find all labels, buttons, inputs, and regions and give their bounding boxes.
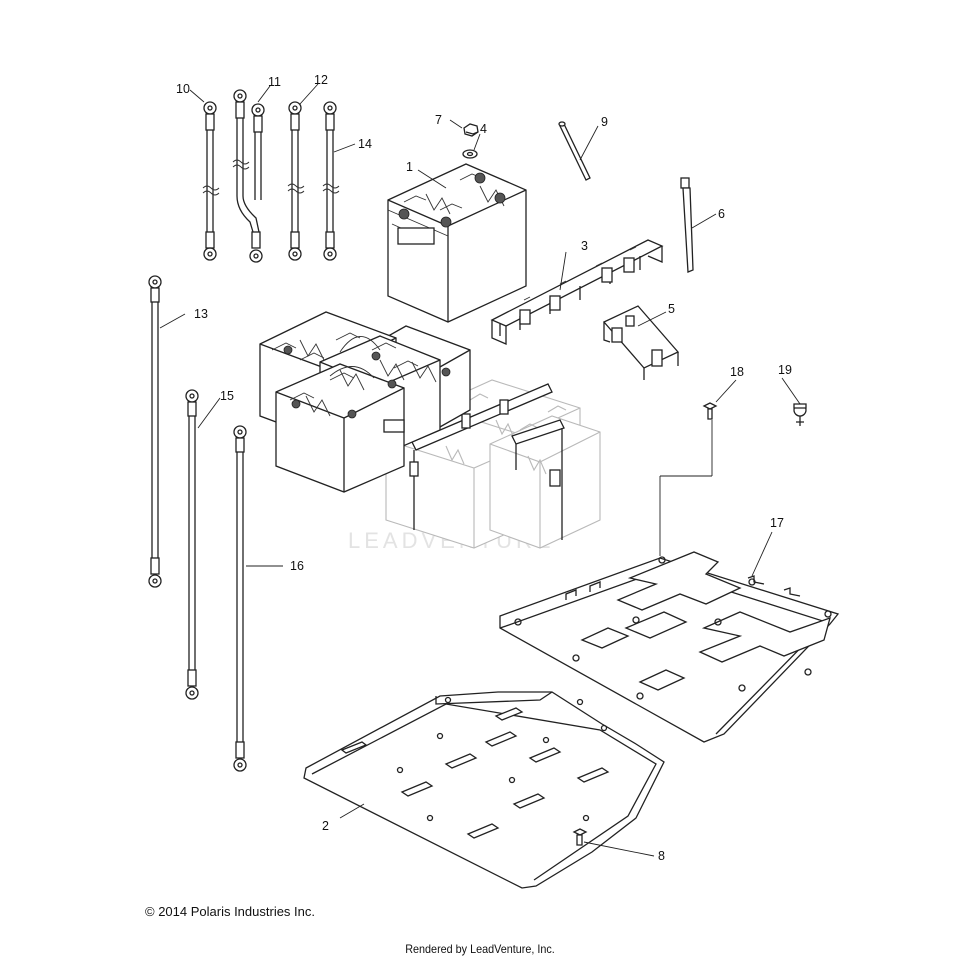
callout-1: 1	[406, 160, 413, 174]
callout-5: 5	[668, 302, 675, 316]
skid-plate[interactable]	[303, 691, 665, 889]
callout-18: 18	[730, 365, 744, 379]
callout-8: 8	[658, 849, 665, 863]
callout-13: 13	[194, 307, 208, 321]
nut[interactable]	[463, 123, 479, 137]
long-cable-15[interactable]	[185, 389, 199, 700]
callout-17: 17	[770, 516, 784, 530]
callout-9: 9	[601, 115, 608, 129]
battery[interactable]	[387, 163, 527, 323]
short-cable-12[interactable]	[287, 101, 305, 261]
clip[interactable]	[793, 403, 807, 426]
short-cable-10[interactable]	[202, 101, 220, 261]
callout-11: 11	[268, 75, 281, 89]
leader-lines	[159, 83, 801, 857]
rod[interactable]	[558, 121, 591, 181]
callout-19: 19	[778, 363, 792, 377]
long-cable-16[interactable]	[233, 425, 247, 772]
bolt[interactable]	[572, 828, 588, 846]
hold-down-strap-long[interactable]	[490, 239, 664, 345]
short-cable-14[interactable]	[322, 101, 340, 261]
callout-6: 6	[718, 207, 725, 221]
long-cable-13[interactable]	[148, 275, 162, 588]
hold-down-strap-short[interactable]	[602, 305, 680, 380]
push-rivet[interactable]	[702, 402, 718, 420]
copyright-notice: © 2014 Polaris Industries Inc.	[145, 904, 315, 919]
callout-12: 12	[314, 73, 328, 87]
callout-14: 14	[358, 137, 372, 151]
short-cable-11[interactable]	[232, 89, 265, 263]
washer[interactable]	[462, 149, 478, 159]
callout-16: 16	[290, 559, 304, 573]
battery-tray[interactable]	[499, 551, 840, 743]
callout-7: 7	[435, 113, 442, 127]
callout-10: 10	[176, 82, 190, 96]
callout-3: 3	[581, 239, 588, 253]
callout-4: 4	[480, 122, 487, 136]
callout-2: 2	[322, 819, 329, 833]
battery-cluster	[259, 311, 471, 493]
hold-down-bolt[interactable]	[680, 177, 694, 273]
callout-15: 15	[220, 389, 234, 403]
rendered-by-footer: Rendered by LeadVenture, Inc.	[405, 942, 555, 956]
battery-hold-down-straps-installed	[409, 383, 565, 540]
